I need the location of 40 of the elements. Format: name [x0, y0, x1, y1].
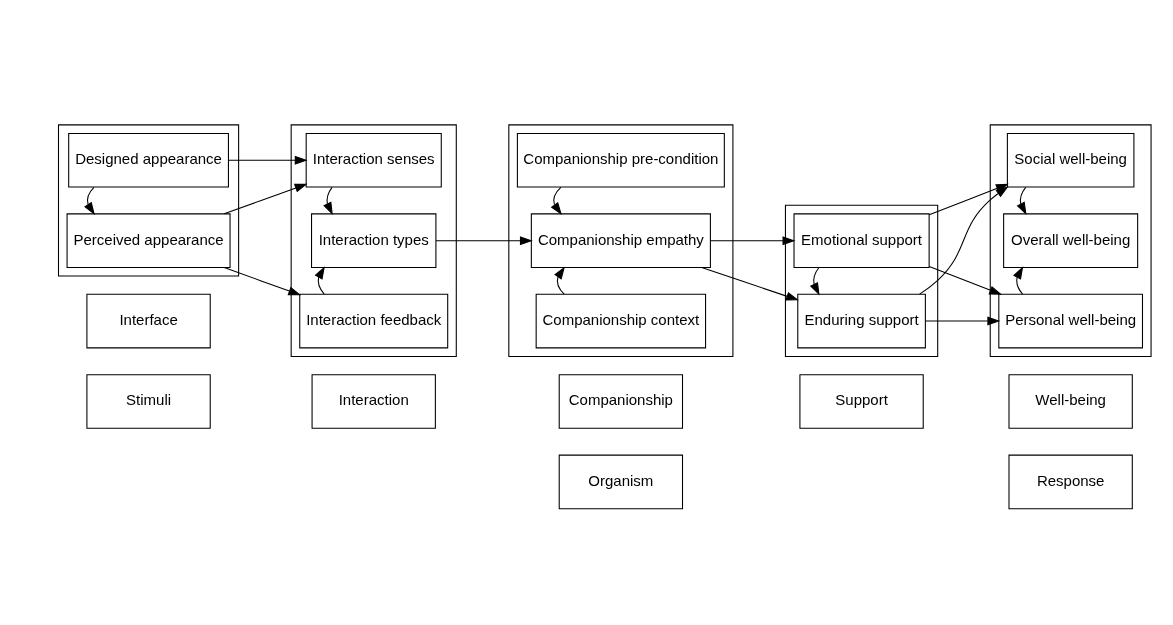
arrow: [1016, 186, 1027, 216]
arrow: [554, 266, 565, 295]
cluster: [508, 124, 734, 357]
node-box: Interaction feedback: [299, 293, 449, 349]
node-box: Overall well-being: [1003, 213, 1139, 268]
arrow: [314, 266, 325, 295]
node-box: Organism: [558, 454, 684, 510]
node-box: Companionship pre-condition: [516, 132, 725, 188]
node-box: Interface: [86, 293, 211, 349]
node-box: Stimuli: [86, 374, 211, 429]
node-box: Companionship: [558, 374, 684, 429]
arrow: [323, 186, 333, 216]
node-box: Personal well-being: [998, 293, 1144, 349]
node-box: Perceived appearance: [66, 213, 231, 268]
node-box: Interaction senses: [305, 132, 442, 188]
node-box: Enduring support: [797, 293, 926, 349]
node-box: Response: [1008, 454, 1133, 510]
arrow: [435, 236, 533, 246]
arrow: [709, 236, 796, 246]
arrow: [928, 266, 1003, 295]
arrow: [550, 186, 562, 215]
node-box: Companionship context: [535, 293, 707, 349]
node-box: Interaction: [311, 374, 436, 429]
arrow: [1013, 266, 1024, 295]
node-box: Companionship empathy: [530, 213, 711, 268]
arrow: [223, 183, 308, 215]
arrow: [925, 316, 1001, 326]
node-box: Emotional support: [793, 213, 930, 268]
arrow: [809, 267, 820, 296]
arrow: [223, 267, 302, 296]
node-box: Support: [799, 374, 924, 429]
cluster: [57, 124, 240, 277]
arrow: [228, 155, 308, 165]
node-box: Well-being: [1008, 374, 1133, 429]
arrow: [84, 186, 95, 215]
arrow: [919, 186, 1009, 295]
node-box: Interaction types: [311, 213, 437, 268]
node-box: Social well-being: [1006, 132, 1135, 188]
node-box: Designed appearance: [68, 132, 229, 188]
arrow: [701, 267, 799, 301]
